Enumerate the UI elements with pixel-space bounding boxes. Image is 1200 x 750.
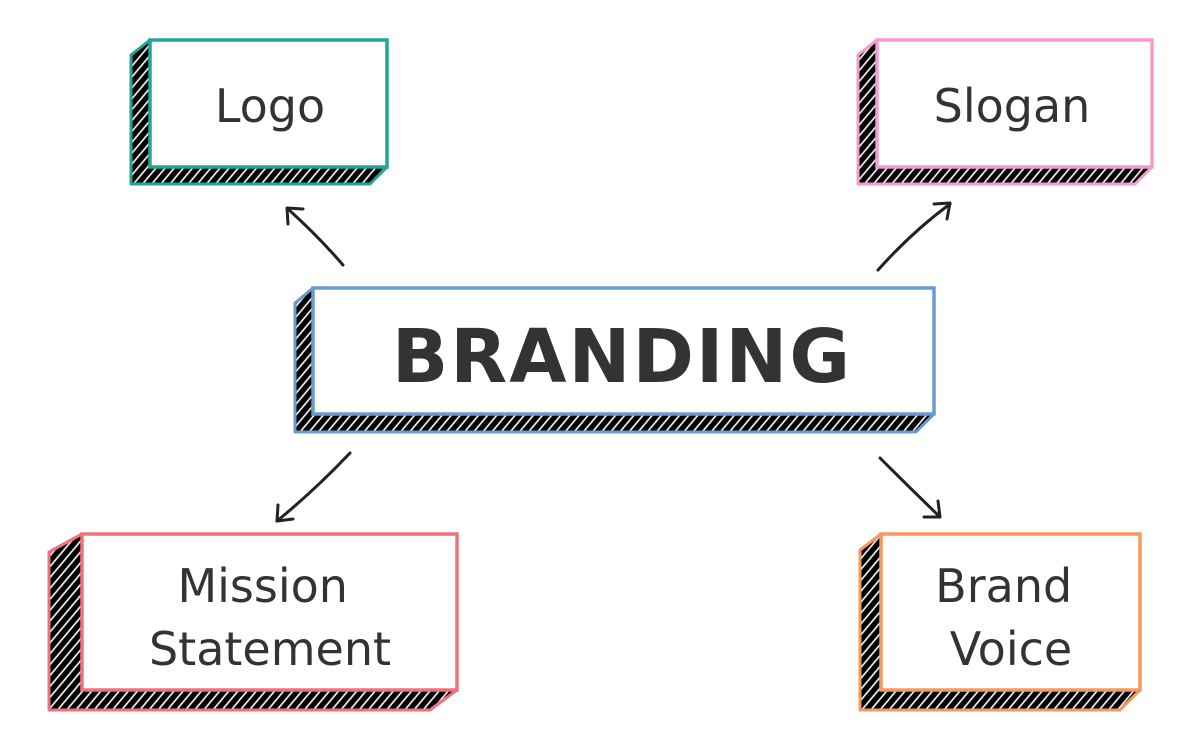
node-voice-label: Brand Voice	[935, 559, 1087, 676]
node-voice: Brand Voice	[858, 532, 1142, 712]
node-slogan-label: Slogan	[934, 79, 1091, 133]
node-logo: Logo	[129, 38, 389, 186]
node-logo-box	[148, 38, 389, 169]
node-voice-box	[879, 532, 1142, 692]
arrow-to-slogan	[876, 201, 952, 272]
node-mission-label: Mission Statement	[149, 559, 391, 676]
node-slogan: Slogan	[856, 38, 1154, 186]
node-slogan-box	[875, 38, 1154, 169]
node-mission-box	[80, 532, 459, 692]
arrow-to-logo	[285, 206, 345, 267]
node-logo-label: Logo	[215, 79, 325, 133]
center-label: BRANDING	[392, 314, 852, 400]
node-branding: BRANDING	[293, 286, 936, 434]
arrow-to-voice	[878, 456, 942, 519]
node-mission: Mission Statement	[47, 532, 459, 712]
node-branding-box	[311, 286, 936, 416]
arrow-to-mission	[275, 451, 352, 523]
